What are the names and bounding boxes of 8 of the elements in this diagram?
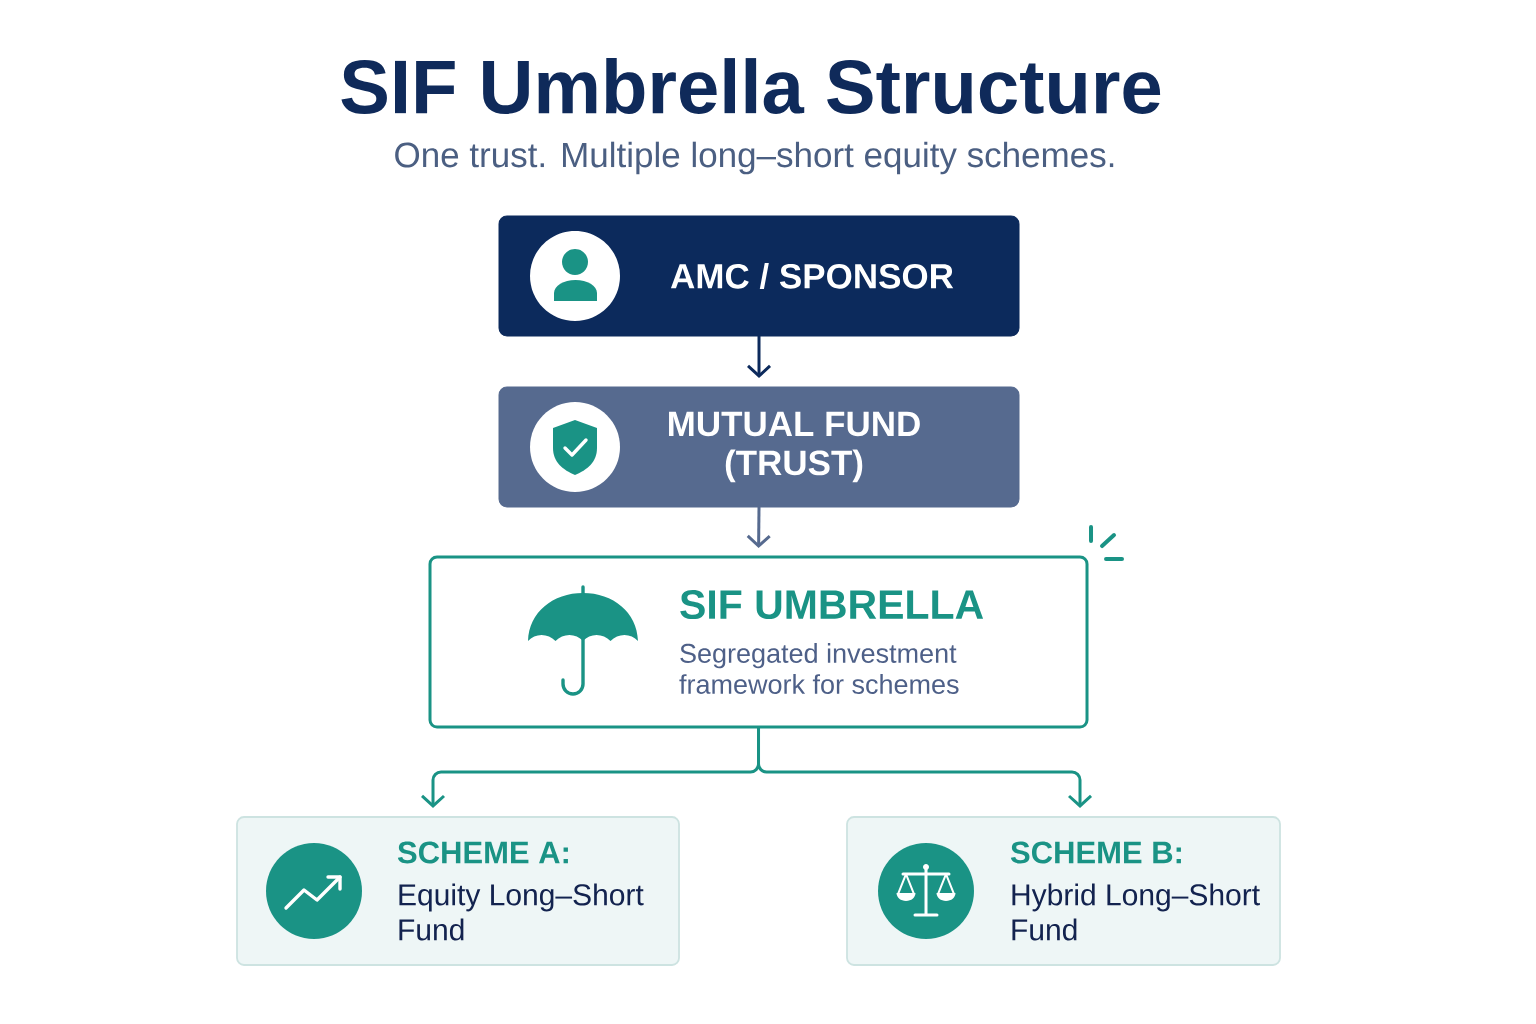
arrow — [747, 336, 771, 378]
entity-box: AMC / SPONSOR — [498, 215, 1020, 337]
entity-box: MUTUAL FUND (TRUST) — [498, 386, 1020, 508]
title: SIF Umbrella Structure — [341, 58, 1161, 114]
entity-box: SIF UMBRELLA Segregated investment framework for schemes — [428, 555, 1089, 729]
subtitle: One trust. Multiple long–short equity schemes. — [395, 141, 1114, 175]
arrow — [757, 727, 1092, 808]
arrow — [746, 507, 771, 548]
